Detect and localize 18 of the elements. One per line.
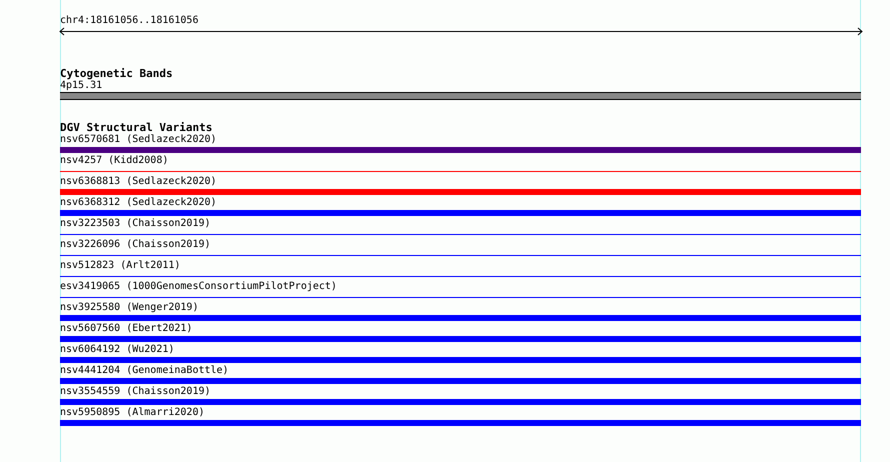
variant-label: nsv3554559 (Chaisson2019) [60, 386, 211, 397]
variant-label: nsv6064192 (Wu2021) [60, 344, 174, 355]
coordinate-label: chr4:18161056..18161056 [60, 15, 198, 26]
variant-label: nsv3226096 (Chaisson2019) [60, 239, 211, 250]
variant-label: nsv5950895 (Almarri2020) [60, 407, 204, 418]
variant-label: nsv5607560 (Ebert2021) [60, 323, 192, 334]
variant-label: nsv3223503 (Chaisson2019) [60, 218, 211, 229]
track-heading: DGV Structural Variants [60, 122, 212, 133]
variant-label: nsv4257 (Kidd2008) [60, 155, 168, 166]
variant-label: nsv512823 (Arlt2011) [60, 260, 180, 271]
variant-label: nsv6368813 (Sedlazeck2020) [60, 176, 217, 187]
variant-label: nsv4441204 (GenomeinaBottle) [60, 365, 229, 376]
variant-label: esv3419065 (1000GenomesConsortiumPilotProject) [60, 281, 337, 292]
variant-label: nsv3925580 (Wenger2019) [60, 302, 198, 313]
band-label: 4p15.31 [60, 80, 102, 91]
variant-label: nsv6570681 (Sedlazeck2020) [60, 134, 217, 145]
track-heading: Cytogenetic Bands [60, 68, 173, 79]
variant-label: nsv6368312 (Sedlazeck2020) [60, 197, 217, 208]
